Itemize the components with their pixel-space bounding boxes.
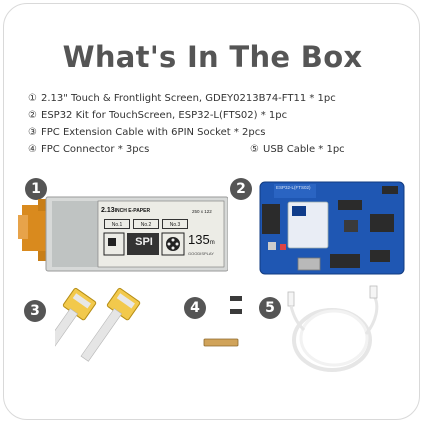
- item-text: FPC Extension Cable with 6PIN Socket * 2…: [41, 127, 266, 138]
- module-logo: [292, 206, 306, 216]
- epaper-brand: GOODISPLAY: [188, 251, 214, 256]
- epaper-resolution: 250 x 122: [192, 209, 212, 214]
- badge-2: 2: [230, 178, 252, 200]
- connector-left: [262, 204, 280, 234]
- usb-cable-coil-2: [299, 309, 369, 367]
- card-icon: [103, 232, 125, 256]
- item-number: ④: [28, 144, 37, 155]
- fpc-connector-3: [203, 338, 239, 347]
- item-number: ⑤: [250, 144, 259, 155]
- item-number: ②: [28, 110, 37, 121]
- badge-5: 5: [259, 297, 281, 319]
- epaper-icons: [103, 232, 185, 256]
- epaper-number-value: 135: [188, 232, 210, 247]
- item-5: ⑤ USB Cable * 1pc: [250, 144, 345, 155]
- usb-c-plug: [287, 291, 295, 307]
- item-3: ③ FPC Extension Cable with 6PIN Socket * …: [28, 127, 265, 138]
- gamepad-icon: [161, 232, 185, 256]
- epaper-header: 2.13INCH E-PAPER: [101, 207, 150, 214]
- button-a: [268, 242, 276, 250]
- item-1: ① 2.13" Touch & Frontlight Screen, GDEY02…: [28, 93, 336, 104]
- fpc-connector-2: [230, 309, 242, 314]
- item-text: 2.13" Touch & Frontlight Screen, GDEY021…: [41, 93, 336, 104]
- item-number: ①: [28, 93, 37, 104]
- fpc-cables-image: [55, 287, 141, 362]
- fpc-connector-1: [230, 296, 242, 301]
- badge-3: 3: [24, 300, 46, 322]
- item-text: ESP32 Kit for TouchScreen, ESP32-L(FTS02…: [41, 110, 288, 121]
- epaper-type: INCH E-PAPER: [114, 208, 151, 214]
- card-icon-chip: [108, 238, 116, 246]
- fpc-cable-1: [55, 287, 97, 362]
- epaper-size: 2.13: [101, 207, 115, 214]
- fpc-socket: [330, 254, 360, 268]
- item-number: ③: [28, 127, 37, 138]
- item-2: ② ESP32 Kit for TouchScreen, ESP32-L(FTS0…: [28, 110, 287, 121]
- spi-box: [127, 233, 159, 255]
- usb-cable-lead: [364, 295, 379, 335]
- epaper-tab-3: No.3: [162, 219, 188, 229]
- switch: [382, 186, 398, 194]
- usb-a-plug: [369, 285, 378, 299]
- esp32-board-image: [259, 181, 405, 275]
- fpc-connectors-image: [203, 296, 242, 347]
- item-text: FPC Connector * 3pcs: [41, 144, 150, 155]
- fpc-tail-end: [18, 215, 28, 239]
- usb-port: [297, 257, 321, 271]
- pcb-label-area: [274, 184, 316, 198]
- badge-4: 4: [184, 297, 206, 319]
- epaper-screen: [97, 200, 225, 268]
- panel-border: [52, 201, 100, 267]
- badge-1: 1: [25, 178, 47, 200]
- epaper-tab-2: No.2: [133, 219, 159, 229]
- connector-bottom: [370, 250, 390, 262]
- fpc-cable-2: [80, 287, 141, 362]
- board-label: ESP32-L(FTS02): [276, 185, 311, 190]
- usb-cable-image: [287, 285, 379, 372]
- page-title: What's In The Box: [62, 40, 363, 74]
- epaper-tab-1: No.1: [104, 219, 130, 229]
- item-text: USB Cable * 1pc: [263, 144, 345, 155]
- connector-right: [370, 214, 394, 232]
- gamepad-icon-dial: [166, 237, 180, 251]
- epaper-spi-label: SPI: [135, 236, 153, 248]
- epaper-number: 135m: [188, 232, 215, 247]
- item-4: ④ FPC Connector * 3pcs: [28, 144, 149, 155]
- led: [280, 244, 286, 250]
- header-top: [338, 200, 362, 210]
- usb-cable-lead-2: [289, 305, 306, 332]
- chip: [344, 220, 358, 232]
- epaper-number-unit: m: [209, 240, 215, 246]
